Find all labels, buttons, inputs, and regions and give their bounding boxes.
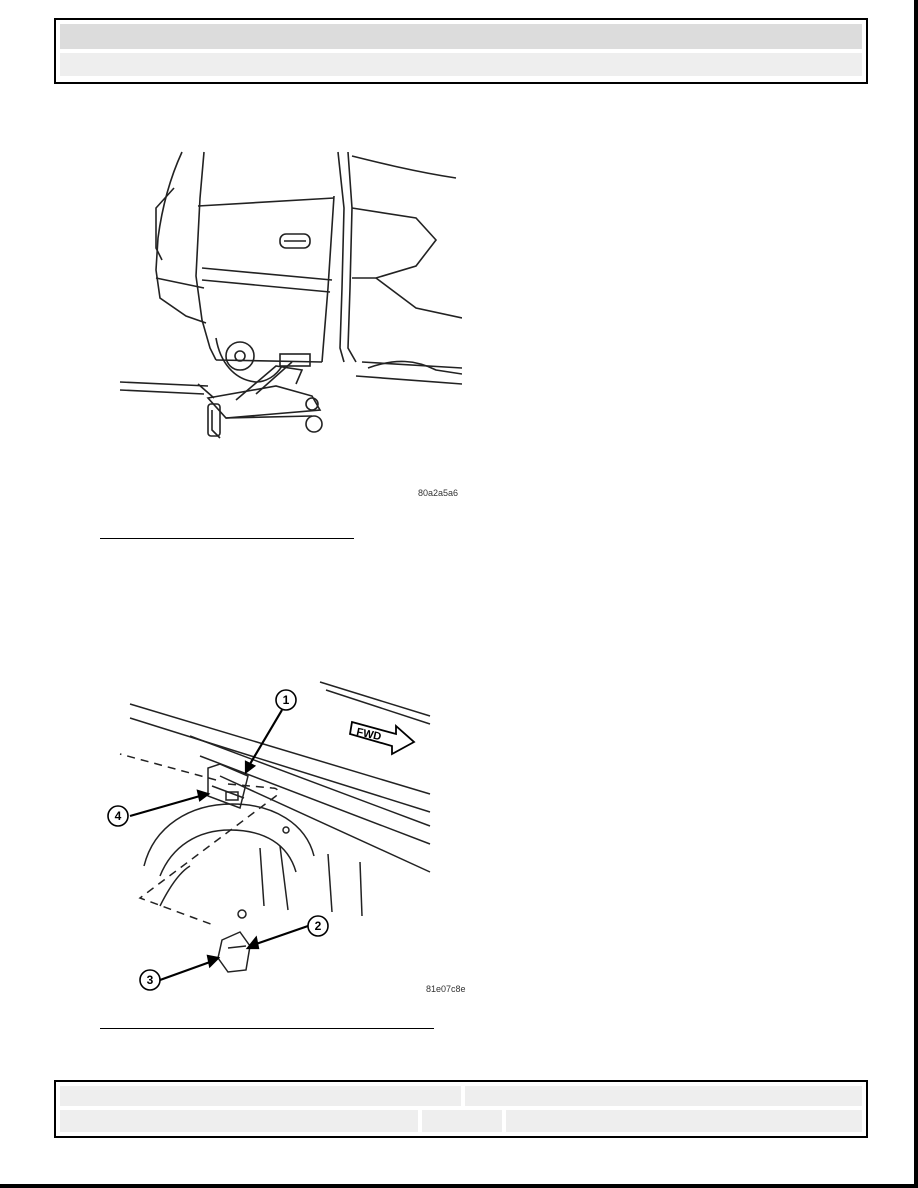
header-row-2 [60,53,862,76]
vehicle-jack-illustration [119,151,463,439]
callout-1: 1 [283,693,290,707]
figure-vehicle-jack: 80a2a5a6 [116,148,463,500]
footer-cell [422,1110,502,1132]
header-table [54,18,868,84]
footer-cell [60,1110,418,1132]
footer-cell [506,1110,862,1132]
callout-2: 2 [315,919,322,933]
footer-table [54,1080,868,1138]
figure-underline [100,538,354,539]
callout-3: 3 [147,973,154,987]
footer-cell [465,1086,862,1106]
jacking-pad-illustration: FWD 1 2 3 4 [107,681,431,991]
figure-jacking-pad: FWD 1 2 3 4 81e07c8e [100,676,470,996]
callout-4: 4 [115,809,122,823]
header-row-1 [60,24,862,49]
figure-code: 80a2a5a6 [418,488,459,498]
footer-cell [60,1086,461,1106]
fwd-arrow-label: FWD [355,726,382,743]
figure-underline [100,1028,434,1029]
figure-code: 81e07c8e [426,984,466,994]
